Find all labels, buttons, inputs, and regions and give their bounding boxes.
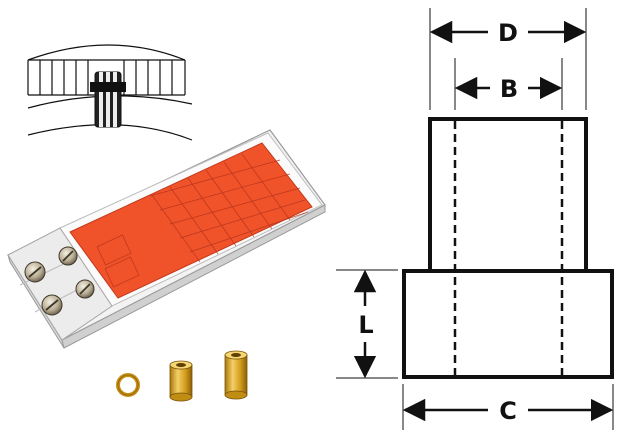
long-bushing-icon [224, 350, 248, 400]
screw-icon [24, 246, 95, 316]
l-label: L [358, 311, 373, 339]
short-bushing-icon [169, 360, 193, 402]
c-label: C [499, 397, 517, 425]
size-chart-panel [69, 142, 313, 299]
b-label: B [500, 75, 518, 103]
bushing-flange-outline [402, 269, 614, 379]
washer-icon [116, 373, 140, 397]
d-label: D [498, 19, 518, 47]
shaft-bushing-icon [90, 71, 126, 128]
bushing-dimension-drawing: D B L C [336, 8, 614, 430]
bushing-kit-case [7, 129, 326, 349]
